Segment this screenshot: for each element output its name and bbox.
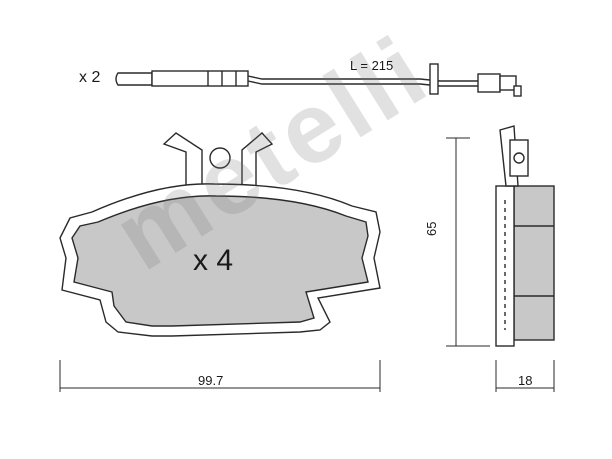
thickness-dimension-label: 18 (518, 373, 533, 388)
sensor-quantity-label: x 2 (79, 69, 101, 86)
sensor-length-label: L = 215 (350, 58, 394, 73)
pad-quantity-label: x 4 (193, 244, 234, 277)
brake-pad-side-view (495, 125, 555, 347)
width-dimension-label: 99.7 (198, 373, 224, 388)
dimension-lines (59, 137, 555, 392)
wear-sensor-wire (115, 63, 522, 97)
brake-pad-front-view (59, 183, 381, 337)
height-dimension-label: 65 (424, 221, 439, 236)
